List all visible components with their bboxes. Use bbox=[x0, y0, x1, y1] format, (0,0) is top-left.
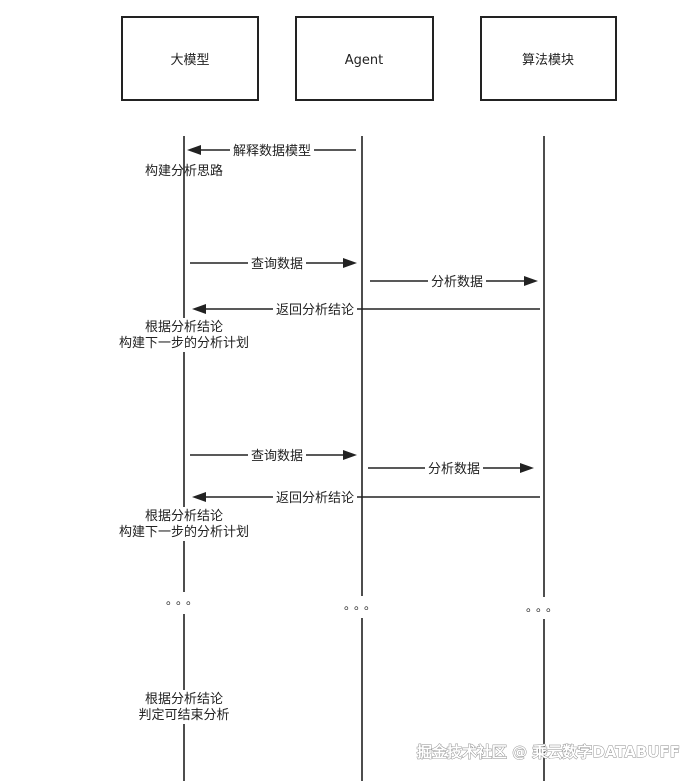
message-label-bg bbox=[230, 142, 314, 159]
arrowhead-right bbox=[520, 463, 534, 473]
message-label-bg bbox=[273, 489, 357, 506]
arrowhead-left bbox=[192, 492, 206, 502]
message-label-bg bbox=[428, 273, 486, 290]
note-can-end-analysis: 根据分析结论 判定可结束分析 bbox=[130, 690, 238, 724]
message-label: 查询数据 bbox=[251, 449, 303, 464]
arrowhead-right bbox=[524, 276, 538, 286]
ellipsis-bg-agent bbox=[336, 596, 388, 618]
participant-box-agent bbox=[295, 16, 434, 101]
note-line-1: 根据分析结论 bbox=[145, 509, 223, 524]
message-query-data-1: 查询数据 bbox=[190, 255, 357, 272]
note-build-analysis-idea: 构建分析思路 bbox=[145, 163, 223, 179]
arrowhead-right bbox=[343, 450, 357, 460]
ellipsis-bg-algo bbox=[518, 597, 570, 619]
ellipsis-llm: 。。。 bbox=[166, 593, 202, 607]
note-bg bbox=[118, 318, 250, 352]
message-label-bg bbox=[248, 255, 306, 272]
ellipsis-group: 。。。 。。。 。。。 bbox=[160, 592, 570, 619]
watermark: 掘金技术社区 @ 乘云数字DATABUFF bbox=[417, 743, 680, 761]
message-return-conclusion-2: 返回分析结论 bbox=[192, 489, 540, 506]
message-analyze-data-1: 分析数据 bbox=[370, 273, 538, 290]
message-label-bg bbox=[273, 301, 357, 318]
note-plan-next-step-2: 根据分析结论 构建下一步的分析计划 bbox=[118, 507, 250, 541]
arrowhead-left bbox=[187, 145, 201, 155]
ellipsis-bg-llm bbox=[160, 592, 208, 614]
note-line-2: 判定可结束分析 bbox=[138, 708, 229, 723]
message-label: 返回分析结论 bbox=[276, 303, 354, 318]
note-line-2: 构建下一步的分析计划 bbox=[119, 524, 249, 540]
message-analyze-data-2: 分析数据 bbox=[368, 460, 534, 477]
message-label: 分析数据 bbox=[431, 275, 483, 290]
participant-box-algo bbox=[480, 16, 617, 101]
message-query-data-2: 查询数据 bbox=[190, 447, 357, 464]
note-line-2: 构建下一步的分析计划 bbox=[119, 335, 249, 351]
note-line-1: 根据分析结论 bbox=[145, 692, 223, 707]
participant-algo: 算法模块 bbox=[480, 16, 617, 101]
note-bg bbox=[130, 690, 238, 724]
message-label-bg bbox=[248, 447, 306, 464]
participant-llm: 大模型 bbox=[121, 16, 259, 101]
arrowhead-right bbox=[343, 258, 357, 268]
participant-agent: Agent bbox=[295, 16, 434, 101]
message-label: 返回分析结论 bbox=[276, 491, 354, 506]
message-label: 解释数据模型 bbox=[233, 144, 311, 159]
message-label: 查询数据 bbox=[251, 257, 303, 272]
message-explain-data-model: 解释数据模型 bbox=[187, 142, 356, 159]
message-label-bg bbox=[425, 460, 483, 477]
note-plan-next-step-1: 根据分析结论 构建下一步的分析计划 bbox=[118, 318, 250, 352]
message-return-conclusion-1: 返回分析结论 bbox=[192, 301, 540, 318]
arrowhead-left bbox=[192, 304, 206, 314]
participant-label-llm: 大模型 bbox=[170, 53, 209, 68]
note-line-1: 根据分析结论 bbox=[145, 320, 223, 335]
ellipsis-algo: 。。。 bbox=[526, 600, 562, 614]
note-bg bbox=[118, 507, 250, 541]
participant-label-agent: Agent bbox=[345, 53, 383, 68]
message-label: 分析数据 bbox=[428, 462, 480, 477]
participant-label-algo: 算法模块 bbox=[522, 53, 574, 68]
ellipsis-agent: 。。。 bbox=[344, 598, 380, 612]
participant-box-llm bbox=[121, 16, 259, 101]
